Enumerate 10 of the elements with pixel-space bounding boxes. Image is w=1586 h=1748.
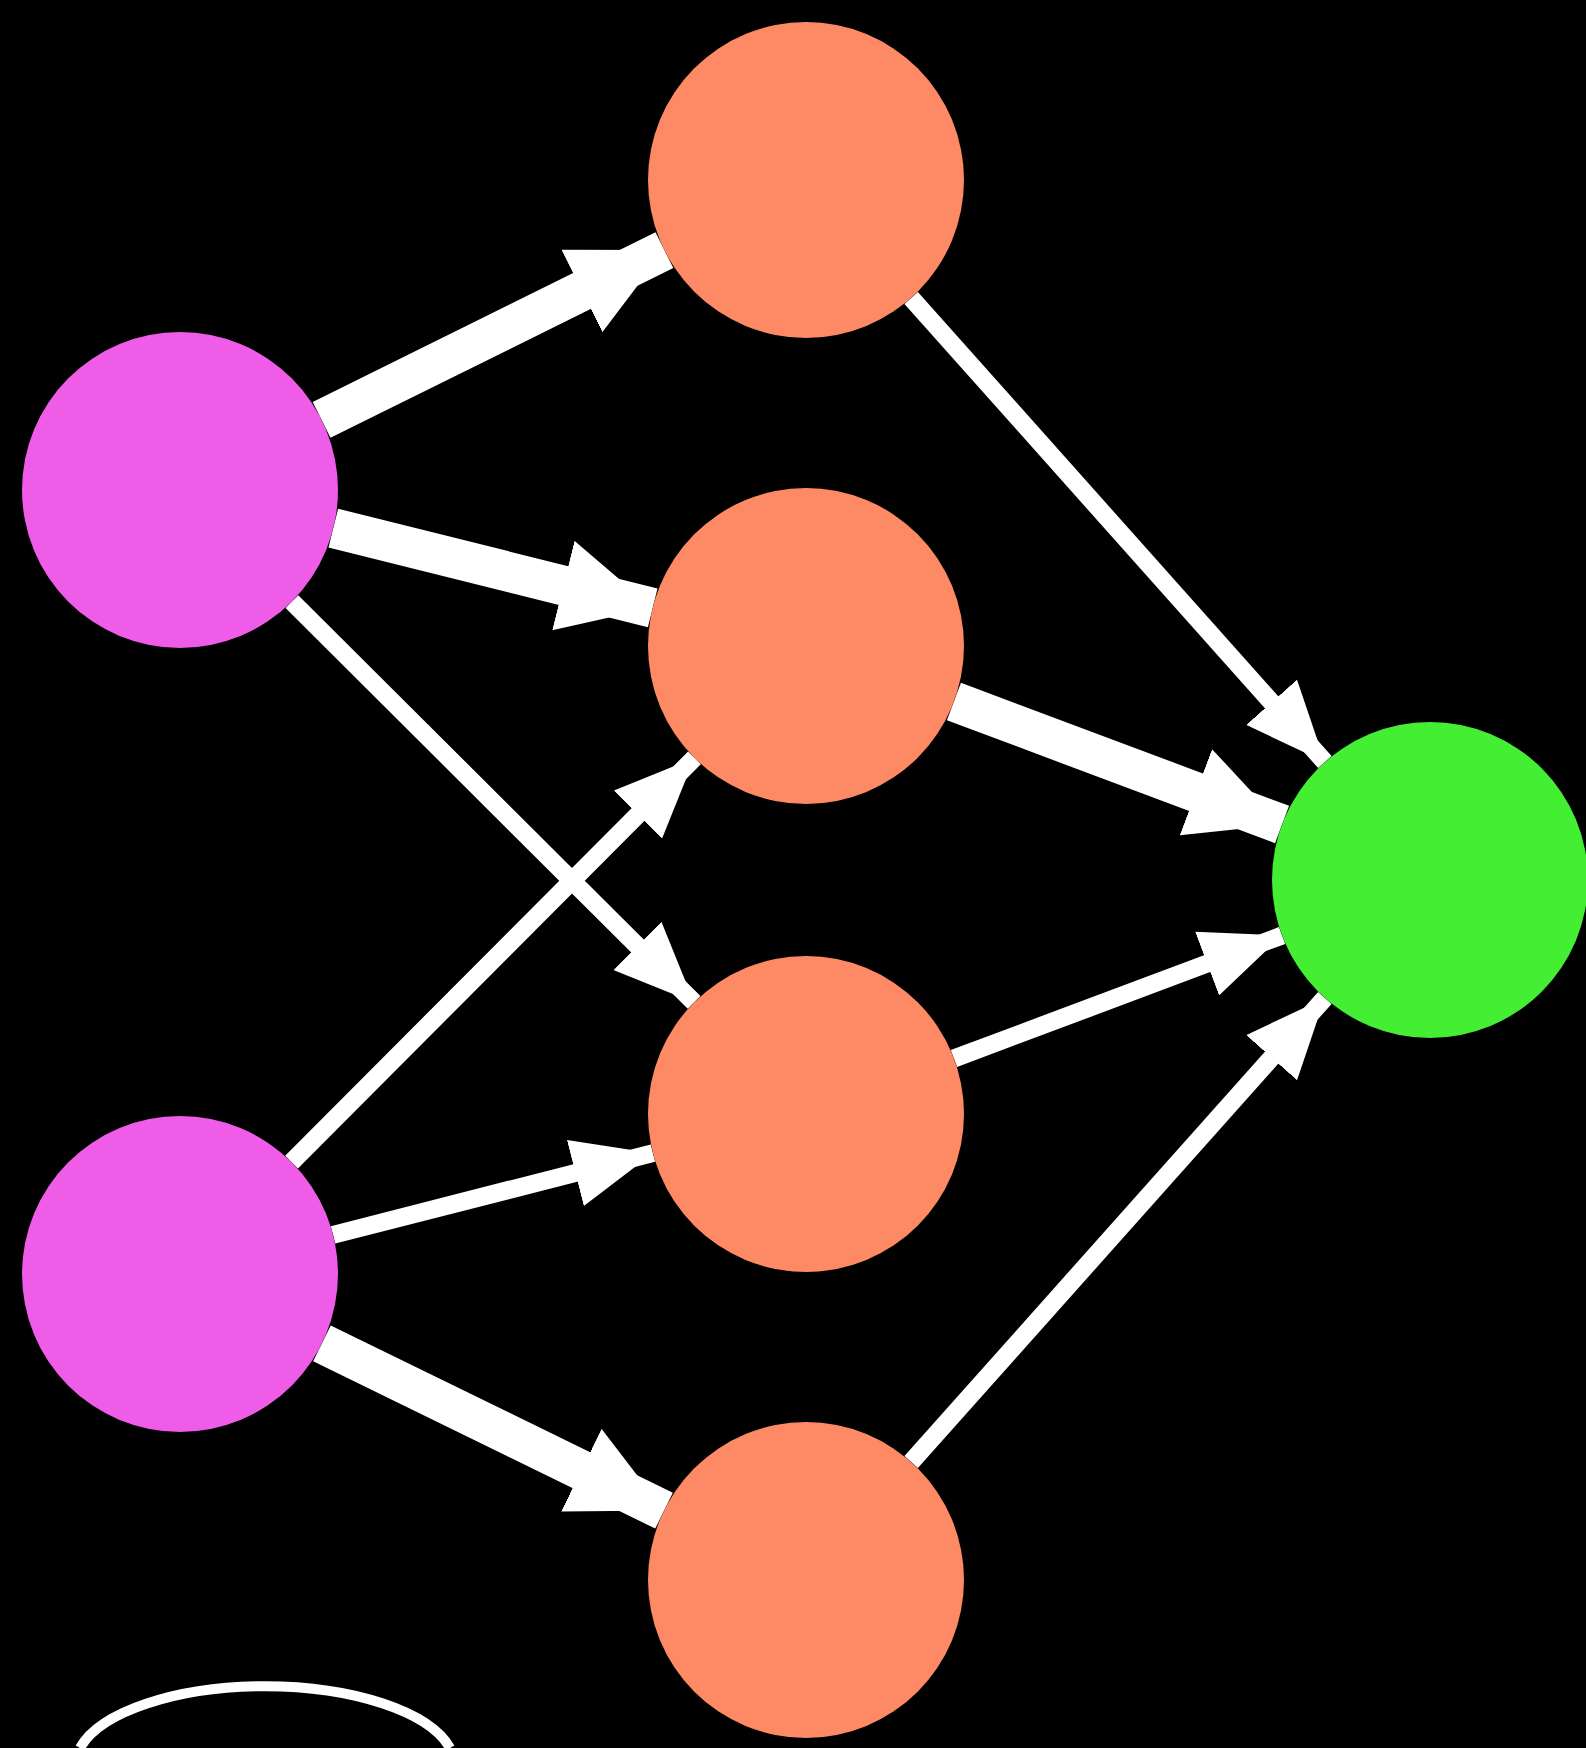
arrow	[285, 595, 701, 1009]
arrow	[950, 927, 1286, 1067]
arrow	[313, 1325, 673, 1529]
arrow	[946, 682, 1290, 844]
arrow	[904, 991, 1332, 1469]
arrow	[330, 1140, 656, 1244]
arrow	[312, 232, 674, 438]
arrow	[904, 291, 1332, 769]
arrow	[328, 508, 658, 631]
arrow	[285, 751, 701, 1169]
